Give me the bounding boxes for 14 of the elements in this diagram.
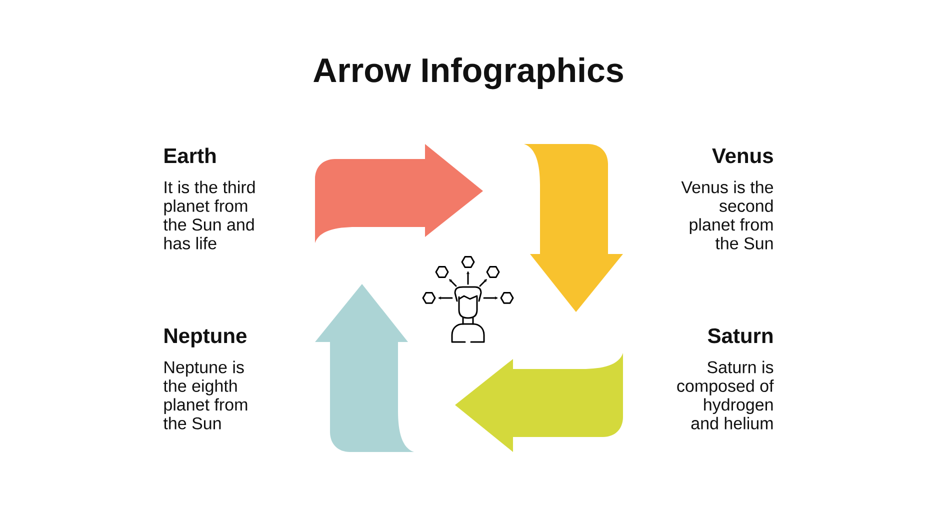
curved-arrow xyxy=(315,284,414,452)
description: It is the third planet from the Sun and has life xyxy=(163,180,255,250)
person-icon xyxy=(422,256,514,343)
heading: Earth xyxy=(164,148,216,164)
description: Venus is the second planet from the Sun xyxy=(681,180,774,250)
curved-arrow xyxy=(315,144,483,243)
curved-arrow xyxy=(455,353,623,452)
description: Saturn is composed of hydrogen and helium xyxy=(677,360,774,430)
heading: Saturn xyxy=(708,328,772,344)
curved-arrow xyxy=(524,144,623,312)
description: Neptune is the eighth planet from the Sun xyxy=(163,360,248,430)
heading: Venus xyxy=(712,148,773,164)
heading: Neptune xyxy=(164,328,246,348)
title: Arrow Infographics xyxy=(314,57,623,90)
